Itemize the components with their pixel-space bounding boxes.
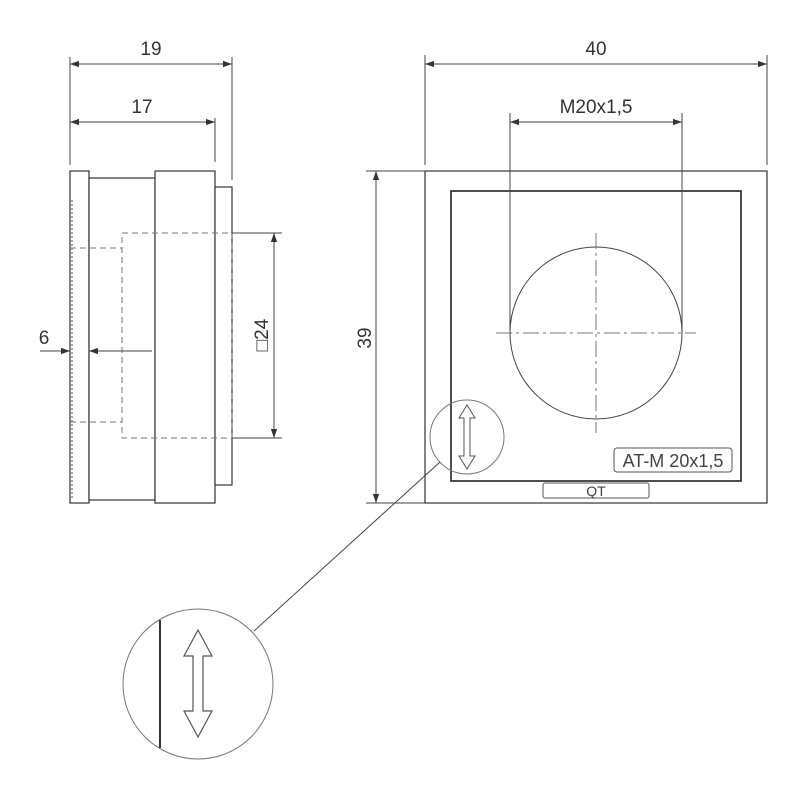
logo-tab: [542, 482, 650, 499]
side-middle-section: [88, 177, 156, 501]
enlarged-detail: [122, 608, 274, 760]
dim-label-19: 19: [140, 39, 161, 60]
side-view: 19 17 6 □24: [39, 39, 282, 504]
side-main-body: [154, 170, 216, 504]
square-symbol: □: [252, 339, 273, 351]
dim-value-24: 24: [252, 318, 273, 340]
dim-label-39: 39: [355, 327, 376, 348]
front-inner-frame: [450, 190, 742, 482]
product-marking-text: AT-M 20x1,5: [623, 451, 724, 471]
detail-marker-circle: [429, 399, 505, 475]
front-view: 40 39 M20x1,5 AT-M 20x1,5 QT: [355, 39, 768, 504]
dim-label-24: □24: [252, 318, 273, 351]
side-back-step: [214, 186, 233, 486]
double-arrow-icon: [458, 404, 476, 470]
detail-leader-line: [253, 461, 441, 632]
product-marking-box: [613, 447, 733, 473]
logo-text: QT: [586, 483, 606, 499]
dim-label-40: 40: [585, 39, 606, 60]
dim-label-6: 6: [39, 328, 50, 349]
dim-label-thread: M20x1,5: [560, 97, 633, 118]
dim-label-17: 17: [131, 97, 152, 118]
detail-double-arrow-icon: [182, 628, 214, 739]
side-hidden-square: [121, 232, 233, 439]
side-flange: [69, 170, 90, 504]
